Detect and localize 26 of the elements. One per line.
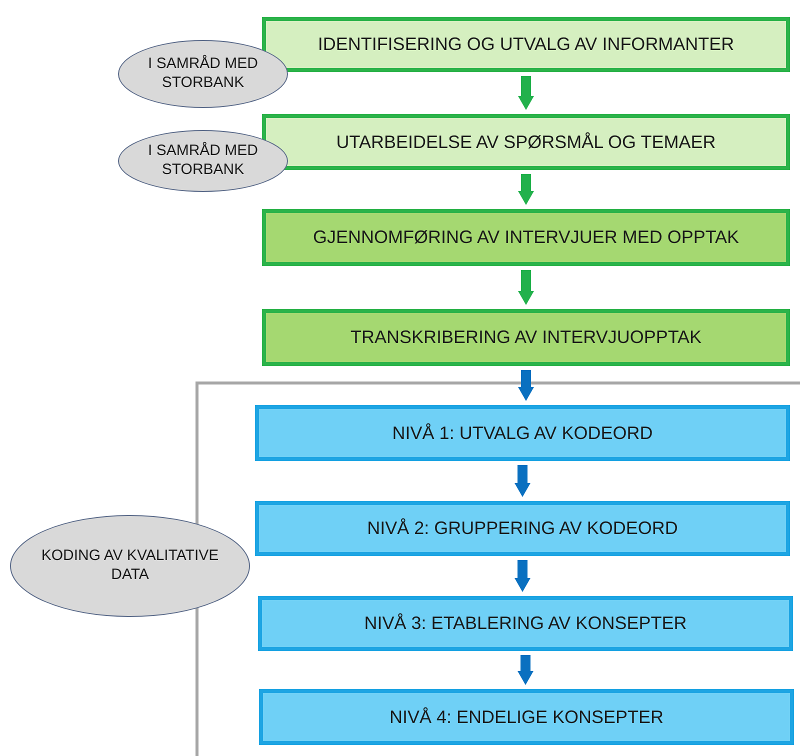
node-label: NIVÅ 2: GRUPPERING AV KODEORD bbox=[367, 517, 678, 540]
node-label: GJENNOMFØRING AV INTERVJUER MED OPPTAK bbox=[312, 226, 740, 249]
node-label: I SAMRÅD MED STORBANK bbox=[146, 142, 259, 180]
node-label: KODING AV KVALITATIVE DATA bbox=[40, 547, 220, 585]
node-label: TRANSKRIBERING AV INTERVJUOPPTAK bbox=[350, 326, 702, 349]
process-box bbox=[258, 596, 793, 651]
process-box bbox=[259, 689, 794, 745]
node-label: UTARBEIDELSE AV SPØRSMÅL OG TEMAER bbox=[336, 130, 716, 154]
process-box bbox=[255, 405, 790, 461]
node-label: NIVÅ 3: ETABLERING AV KONSEPTER bbox=[364, 612, 687, 635]
block-arrow bbox=[514, 560, 530, 592]
block-arrow bbox=[518, 370, 534, 401]
node-label: I SAMRÅD MED STORBANK bbox=[146, 55, 259, 93]
process-box bbox=[262, 309, 790, 366]
process-box bbox=[262, 17, 790, 72]
node-label: NIVÅ 4: ENDELIGE KONSEPTER bbox=[389, 706, 664, 728]
block-arrow bbox=[518, 270, 534, 305]
block-arrow bbox=[518, 174, 534, 205]
process-box bbox=[262, 209, 790, 266]
process-box bbox=[262, 114, 790, 170]
block-arrow bbox=[518, 655, 534, 685]
node-label: NIVÅ 1: UTVALG AV KODEORD bbox=[392, 422, 653, 444]
block-arrow bbox=[514, 465, 530, 497]
block-arrow bbox=[518, 76, 534, 110]
process-box bbox=[255, 501, 790, 556]
node-label: IDENTIFISERING OG UTVALG AV INFORMANTER bbox=[318, 33, 734, 56]
